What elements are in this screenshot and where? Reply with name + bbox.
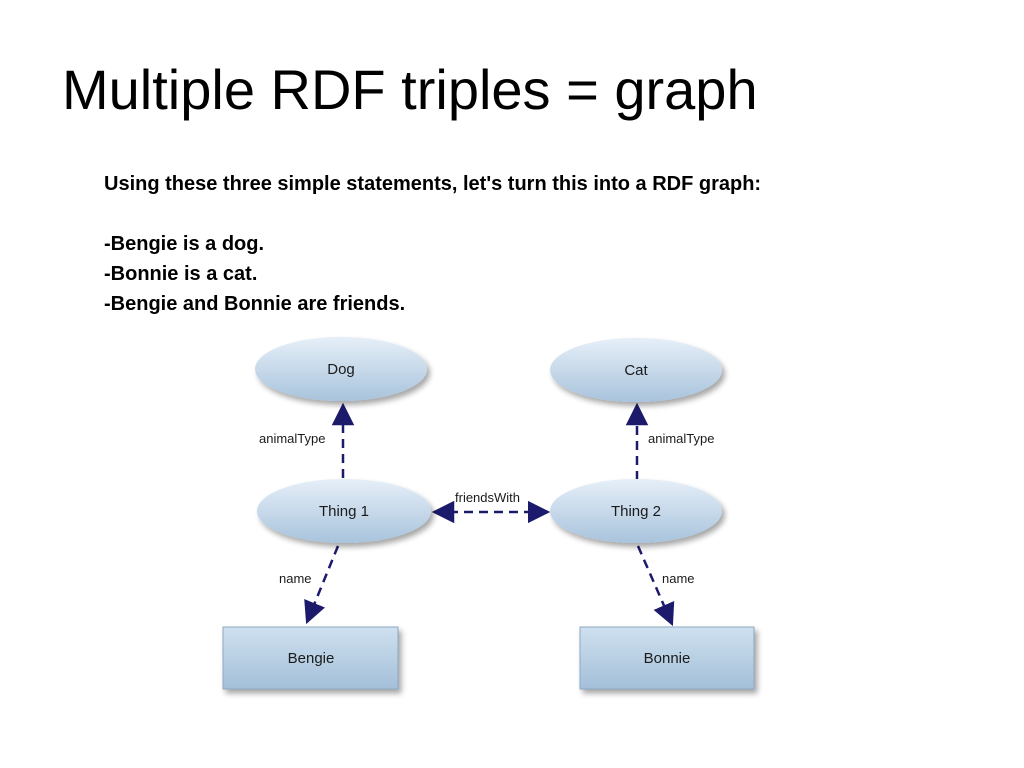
node-thing-1: Thing 1 xyxy=(257,479,431,543)
statement-2: -Bonnie is a cat. xyxy=(104,263,258,285)
node-thing-2: Thing 2 xyxy=(550,479,722,543)
edge-name-left xyxy=(304,545,340,625)
edge-label-friendswith: friendsWith xyxy=(455,490,520,505)
edge-label-name-right: name xyxy=(662,571,695,586)
node-label-bengie: Bengie xyxy=(288,650,335,667)
node-bengie: Bengie xyxy=(222,626,399,690)
node-label-thing-2: Thing 2 xyxy=(611,503,661,520)
node-label-dog: Dog xyxy=(327,361,355,378)
intro-text: Using these three simple statements, let… xyxy=(104,173,762,195)
edge-label-name-left: name xyxy=(279,571,312,586)
edge-label-animaltype-right: animalType xyxy=(648,431,714,446)
statement-3: -Bengie and Bonnie are friends. xyxy=(104,293,406,315)
node-label-cat: Cat xyxy=(624,362,648,379)
edge-label-animaltype-left: animalType xyxy=(259,431,325,446)
slide-title: Multiple RDF triples = graph xyxy=(62,58,758,121)
node-bonnie: Bonnie xyxy=(579,626,755,690)
edges xyxy=(304,402,675,627)
node-label-bonnie: Bonnie xyxy=(644,650,691,667)
statement-1: -Bengie is a dog. xyxy=(104,233,265,255)
node-cat: Cat xyxy=(550,338,722,402)
edge-labels: animalType animalType friendsWith name n… xyxy=(259,431,714,586)
node-dog: Dog xyxy=(255,337,427,401)
node-label-thing-1: Thing 1 xyxy=(319,503,369,520)
statement-list: Using these three simple statements, let… xyxy=(104,169,984,319)
